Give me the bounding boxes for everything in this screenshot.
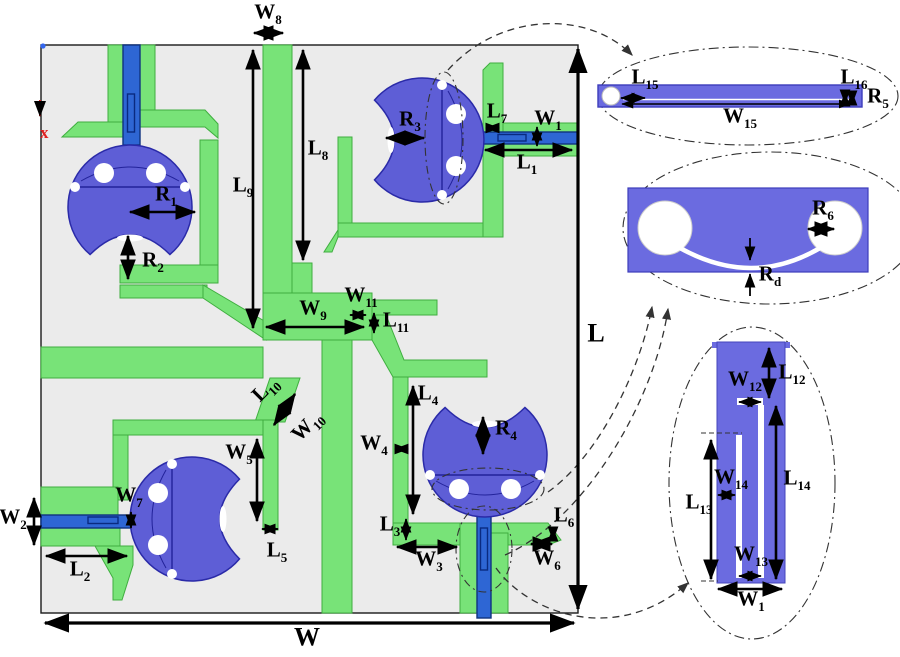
dimension-arrows	[26, 25, 858, 633]
zoom-leader-arrows	[447, 23, 689, 619]
feed-port2	[482, 131, 579, 145]
patch-4	[422, 406, 548, 518]
detail-feed-slot	[668, 326, 836, 640]
patch4-detail-outline	[431, 467, 545, 511]
detail-circle-arc	[622, 151, 900, 305]
axis-marker	[34, 43, 46, 117]
patch-2	[373, 77, 485, 203]
axis-origin-dot	[40, 43, 46, 49]
patch2-detail-outline	[424, 71, 464, 205]
feed-port1	[122, 44, 141, 146]
feed-slot-outlines	[87, 93, 527, 571]
feed-port4	[476, 509, 492, 619]
detail-slot-line	[597, 46, 899, 146]
patch-3	[129, 456, 241, 582]
